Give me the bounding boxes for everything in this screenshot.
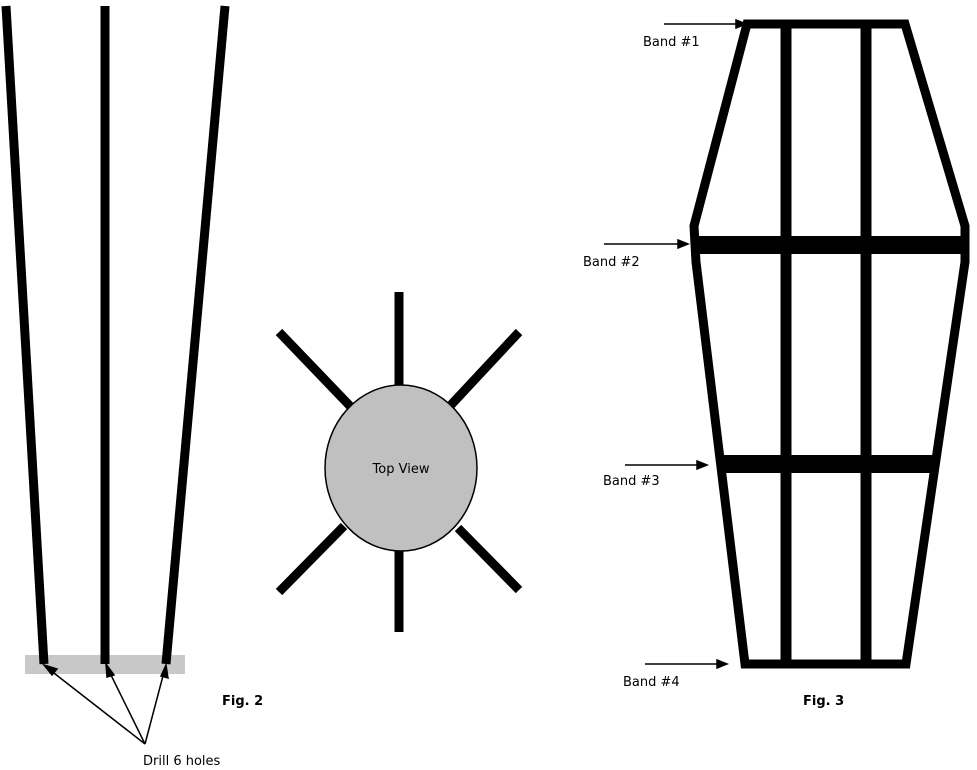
fig3-caption: Fig. 3 — [803, 694, 844, 709]
fig3-band-3-label: Band #3 — [603, 474, 660, 489]
fig3-frame — [689, 19, 970, 669]
top-view-label: Top View — [372, 462, 430, 477]
top-view-hub — [324, 384, 478, 552]
fig2-rod-left — [1, 5, 49, 665]
fig3-band-2-label: Band #2 — [583, 255, 640, 270]
fig2-callout-label: Drill 6 holes — [143, 754, 221, 769]
fig2-rod-right — [161, 5, 230, 665]
fig2-callout-arrows — [41, 661, 169, 745]
fig2-caption: Fig. 2 — [222, 694, 263, 709]
fig3-outline — [689, 19, 970, 669]
fig3-band-4-label: Band #4 — [623, 675, 680, 690]
fig2-rods — [1, 5, 230, 674]
fig3-band-1-label: Band #1 — [643, 35, 700, 50]
fig2-base-strip — [25, 655, 185, 674]
top-view-spokes — [275, 292, 523, 632]
fig3-band-arrows — [604, 18, 749, 670]
